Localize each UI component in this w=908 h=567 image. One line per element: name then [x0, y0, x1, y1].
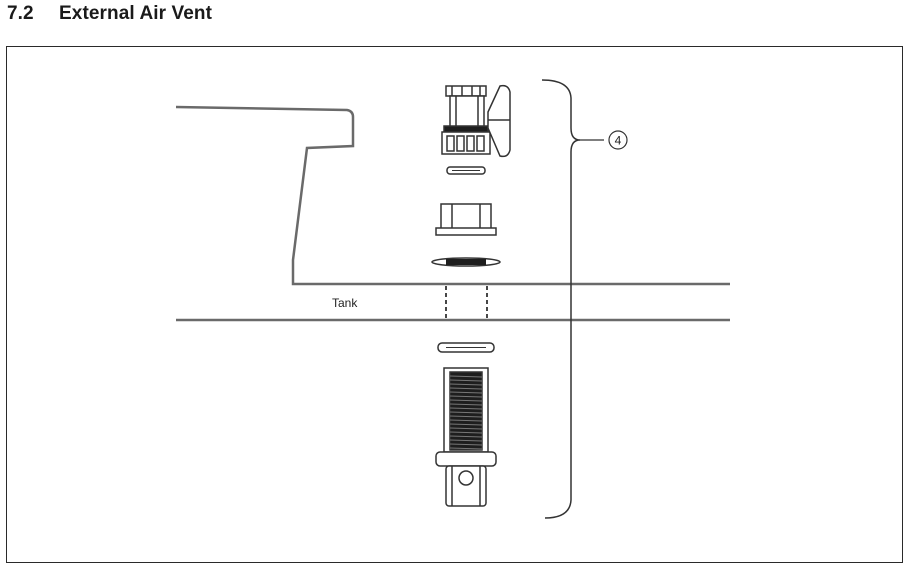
callout-brace [541, 79, 581, 519]
thread-line [449, 375, 483, 378]
diagram-frame [6, 46, 903, 563]
thread-line [449, 443, 483, 446]
threaded-fitting [435, 367, 497, 507]
thread-line [449, 423, 483, 426]
thread-line [449, 407, 483, 410]
thread-line [449, 411, 483, 414]
thread-line [449, 383, 483, 386]
thread-line [449, 419, 483, 422]
thread-line [449, 391, 483, 394]
thread-line [449, 435, 483, 438]
thread-line [449, 415, 483, 418]
thread-line [449, 439, 483, 442]
lower-gasket [437, 342, 495, 353]
thread-line [449, 387, 483, 390]
section-number: 7.2 [7, 3, 34, 24]
air-vent-valve [441, 84, 511, 158]
thread-line [449, 395, 483, 398]
hex-nut [435, 203, 497, 236]
thread-line [449, 431, 483, 434]
upper-gasket [431, 257, 501, 267]
tank-upper-outline [175, 105, 730, 286]
thread-line [449, 399, 483, 402]
thread-line [449, 403, 483, 406]
section-heading: 7.2 External Air Vent [7, 3, 212, 25]
tank-label: Tank [332, 296, 358, 310]
thread-line [449, 427, 483, 430]
callout-circle [608, 130, 628, 150]
small-washer [446, 166, 486, 175]
thread-line [449, 447, 483, 450]
section-title: External Air Vent [59, 3, 213, 24]
callout-number: 4 [615, 134, 622, 148]
thread-line [449, 379, 483, 382]
